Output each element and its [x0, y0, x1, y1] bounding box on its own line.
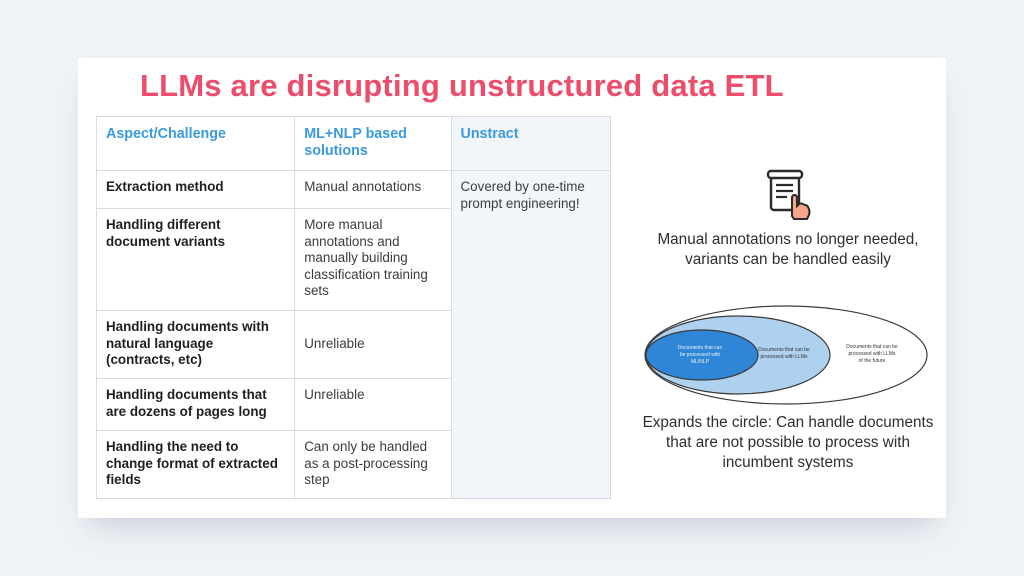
slide-title: LLMs are disrupting unstructured data ET… [140, 68, 784, 103]
outer-label-1: Documents that can be [846, 344, 898, 350]
outer-label-2: processed with LLMs [849, 351, 896, 357]
aspect-cell: Extraction method [95, 170, 296, 209]
caption-expands-circle: Expands the circle: Can handle documents… [642, 414, 934, 471]
table-row: Handling documents with natural language… [95, 310, 611, 379]
inner-label-1: Documents that can [678, 345, 723, 351]
header-aspect: Aspect/Challenge [95, 116, 296, 171]
inner-ellipse [645, 329, 759, 381]
middle-label-2: processed with LLMs [761, 354, 808, 360]
table-row: Handling the need to change format of ex… [95, 430, 611, 499]
inner-label-3: ML/NLP [691, 359, 710, 365]
ml-cell: Can only be handled as a post-processing… [294, 430, 452, 499]
comparison-table: Aspect/Challenge ML+NLP based solutions … [95, 116, 611, 499]
outer-label-3: of the future [859, 358, 886, 364]
ml-cell: Unreliable [294, 378, 452, 431]
table-row: Handling documents that are dozens of pa… [95, 378, 611, 431]
aspect-cell: Handling documents with natural language… [95, 310, 296, 379]
caption-annotations: Manual annotations no longer needed, var… [657, 231, 919, 268]
inner-label-2: be processed with [680, 352, 721, 358]
ml-cell: Manual annotations [294, 170, 452, 209]
ml-cell: Unreliable [294, 310, 452, 379]
slide: LLMs are disrupting unstructured data ET… [78, 58, 946, 518]
document-hand-icon [766, 169, 811, 220]
middle-label-1: Documents that can be [758, 347, 810, 353]
table-header-row: Aspect/Challenge ML+NLP based solutions … [95, 116, 611, 171]
aspect-cell: Handling different document variants [95, 208, 296, 311]
aspect-cell: Handling documents that are dozens of pa… [95, 378, 296, 431]
unstract-cell: Covered by one-time prompt engineering! [450, 170, 611, 499]
header-unstract: Unstract [450, 116, 611, 171]
header-ml-nlp: ML+NLP based solutions [294, 116, 452, 171]
capability-circles-diagram: Documents that can be processed with ML/… [644, 305, 928, 405]
aspect-cell: Handling the need to change format of ex… [95, 430, 296, 499]
table-row: Extraction method Manual annotations Cov… [95, 170, 611, 499]
table-row: Handling different document variants Mor… [95, 208, 611, 311]
ml-cell: More manual annotations and manually bui… [294, 208, 452, 311]
